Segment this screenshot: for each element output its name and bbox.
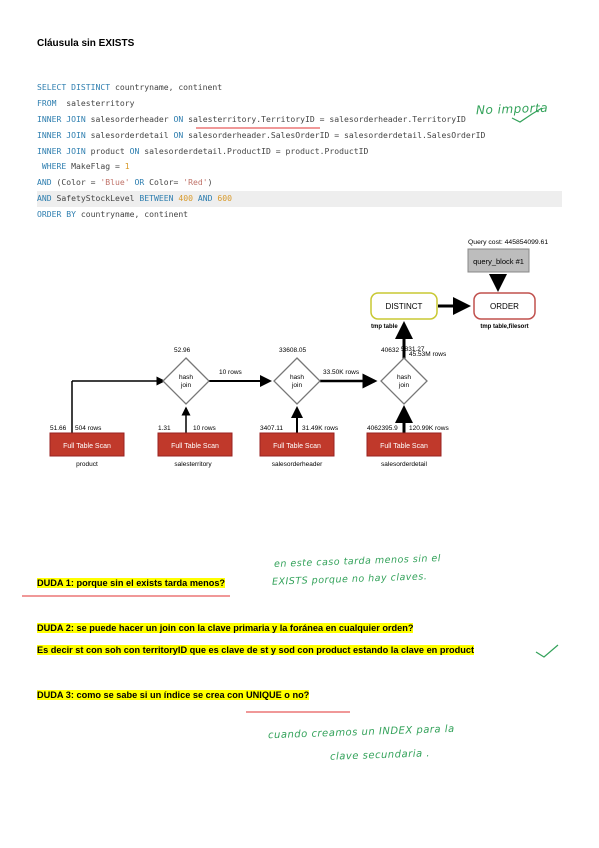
join-rows: 33.50K rows — [323, 369, 360, 376]
svg-text:join: join — [398, 382, 410, 389]
svg-text:51.66: 51.66 — [50, 425, 67, 432]
sql-line: INNER JOIN salesorderheader ON salesterr… — [37, 113, 466, 124]
sql-code-block: SELECT DISTINCT countryname, continent F… — [37, 80, 562, 223]
question-3: DUDA 3: como se sabe si un índice se cre… — [37, 690, 310, 700]
handwritten-note: No importa — [475, 100, 549, 118]
svg-text:join: join — [180, 382, 192, 389]
order-node — [473, 292, 536, 320]
join-rows: 10 rows — [219, 369, 243, 376]
execution-plan-diagram: Query cost: 445854099.61 query_block #1 … — [49, 239, 548, 468]
sql-line: WHERE MakeFlag = 1 — [37, 161, 130, 172]
query-block-label: query_block #1 — [473, 257, 524, 266]
hash-join-node-1: hash join — [162, 357, 210, 405]
query-block-node — [467, 248, 530, 273]
checkmark-icon — [511, 107, 543, 123]
full-table-scan-salesorderheader: 3407.11 31.49K rows Full Table Scan sale… — [259, 425, 339, 468]
svg-text:salesorderheader: salesorderheader — [272, 461, 323, 468]
svg-text:Full Table Scan: Full Table Scan — [63, 443, 111, 450]
page-title: Cláusula sin EXISTS — [37, 38, 135, 49]
svg-text:Full Table Scan: Full Table Scan — [380, 443, 428, 450]
question-2-detail: Es decir st con soh con territoryID que … — [37, 645, 475, 655]
join-cost-overlap: 5831.27 — [401, 346, 425, 353]
svg-text:10 rows: 10 rows — [193, 425, 217, 432]
order-label: ORDER — [490, 302, 519, 311]
join-cost: 33608.05 — [279, 347, 306, 354]
checkmark-icon — [535, 644, 559, 658]
svg-text:1.31: 1.31 — [158, 425, 171, 432]
svg-text:salesterritory: salesterritory — [174, 461, 212, 468]
svg-text:3407.11: 3407.11 — [260, 425, 283, 432]
question-1: DUDA 1: porque sin el exists tarda menos… — [37, 578, 226, 588]
hash-join-node-2: hash join — [273, 357, 321, 405]
order-sublabel: tmp table,filesort — [480, 324, 528, 330]
sql-line: SELECT DISTINCT countryname, continent — [37, 82, 223, 92]
join-rows: 45.53M rows — [409, 351, 447, 358]
sql-line: ORDER BY countryname, continent — [37, 209, 189, 220]
svg-text:product: product — [76, 461, 98, 468]
sql-line-highlighted: AND SafetyStockLevel BETWEEN 400 AND 600 — [37, 191, 562, 208]
sql-line: INNER JOIN product ON salesorderdetail.P… — [37, 145, 369, 156]
svg-text:hash: hash — [290, 374, 304, 381]
query-cost-label: Query cost: 445854099.61 — [468, 239, 548, 246]
full-table-scan-salesorderdetail: 4062395.9 120.99K rows Full Table Scan s… — [366, 425, 449, 468]
svg-text:31.49K rows: 31.49K rows — [302, 425, 339, 432]
svg-text:4062395.9: 4062395.9 — [367, 425, 398, 432]
svg-text:hash: hash — [179, 374, 193, 381]
svg-text:120.99K rows: 120.99K rows — [409, 425, 449, 432]
question-2: DUDA 2: se puede hacer un join con la cl… — [37, 623, 414, 633]
distinct-node — [370, 292, 438, 320]
sql-line: INNER JOIN salesorderdetail ON salesorde… — [37, 129, 486, 140]
join-cost: 40632 — [381, 347, 399, 354]
distinct-sublabel: tmp table — [371, 324, 398, 330]
svg-text:join: join — [291, 382, 303, 389]
distinct-label: DISTINCT — [386, 302, 423, 311]
svg-text:salesorderdetail: salesorderdetail — [381, 461, 427, 468]
join-cost: 52.96 — [174, 347, 191, 354]
full-table-scan-salesterritory: 1.31 10 rows Full Table Scan salesterrit… — [157, 425, 233, 468]
sql-line: FROM salesterritory — [37, 97, 135, 108]
sql-line: AND (Color = 'Blue' OR Color= 'Red') — [37, 177, 213, 188]
svg-text:hash: hash — [397, 374, 411, 381]
full-table-scan-product: 51.66 504 rows Full Table Scan product — [49, 425, 125, 468]
svg-text:Full Table Scan: Full Table Scan — [273, 443, 321, 450]
svg-text:504 rows: 504 rows — [75, 425, 102, 432]
svg-text:Full Table Scan: Full Table Scan — [171, 443, 219, 450]
hash-join-node-3: hash join — [380, 357, 428, 405]
